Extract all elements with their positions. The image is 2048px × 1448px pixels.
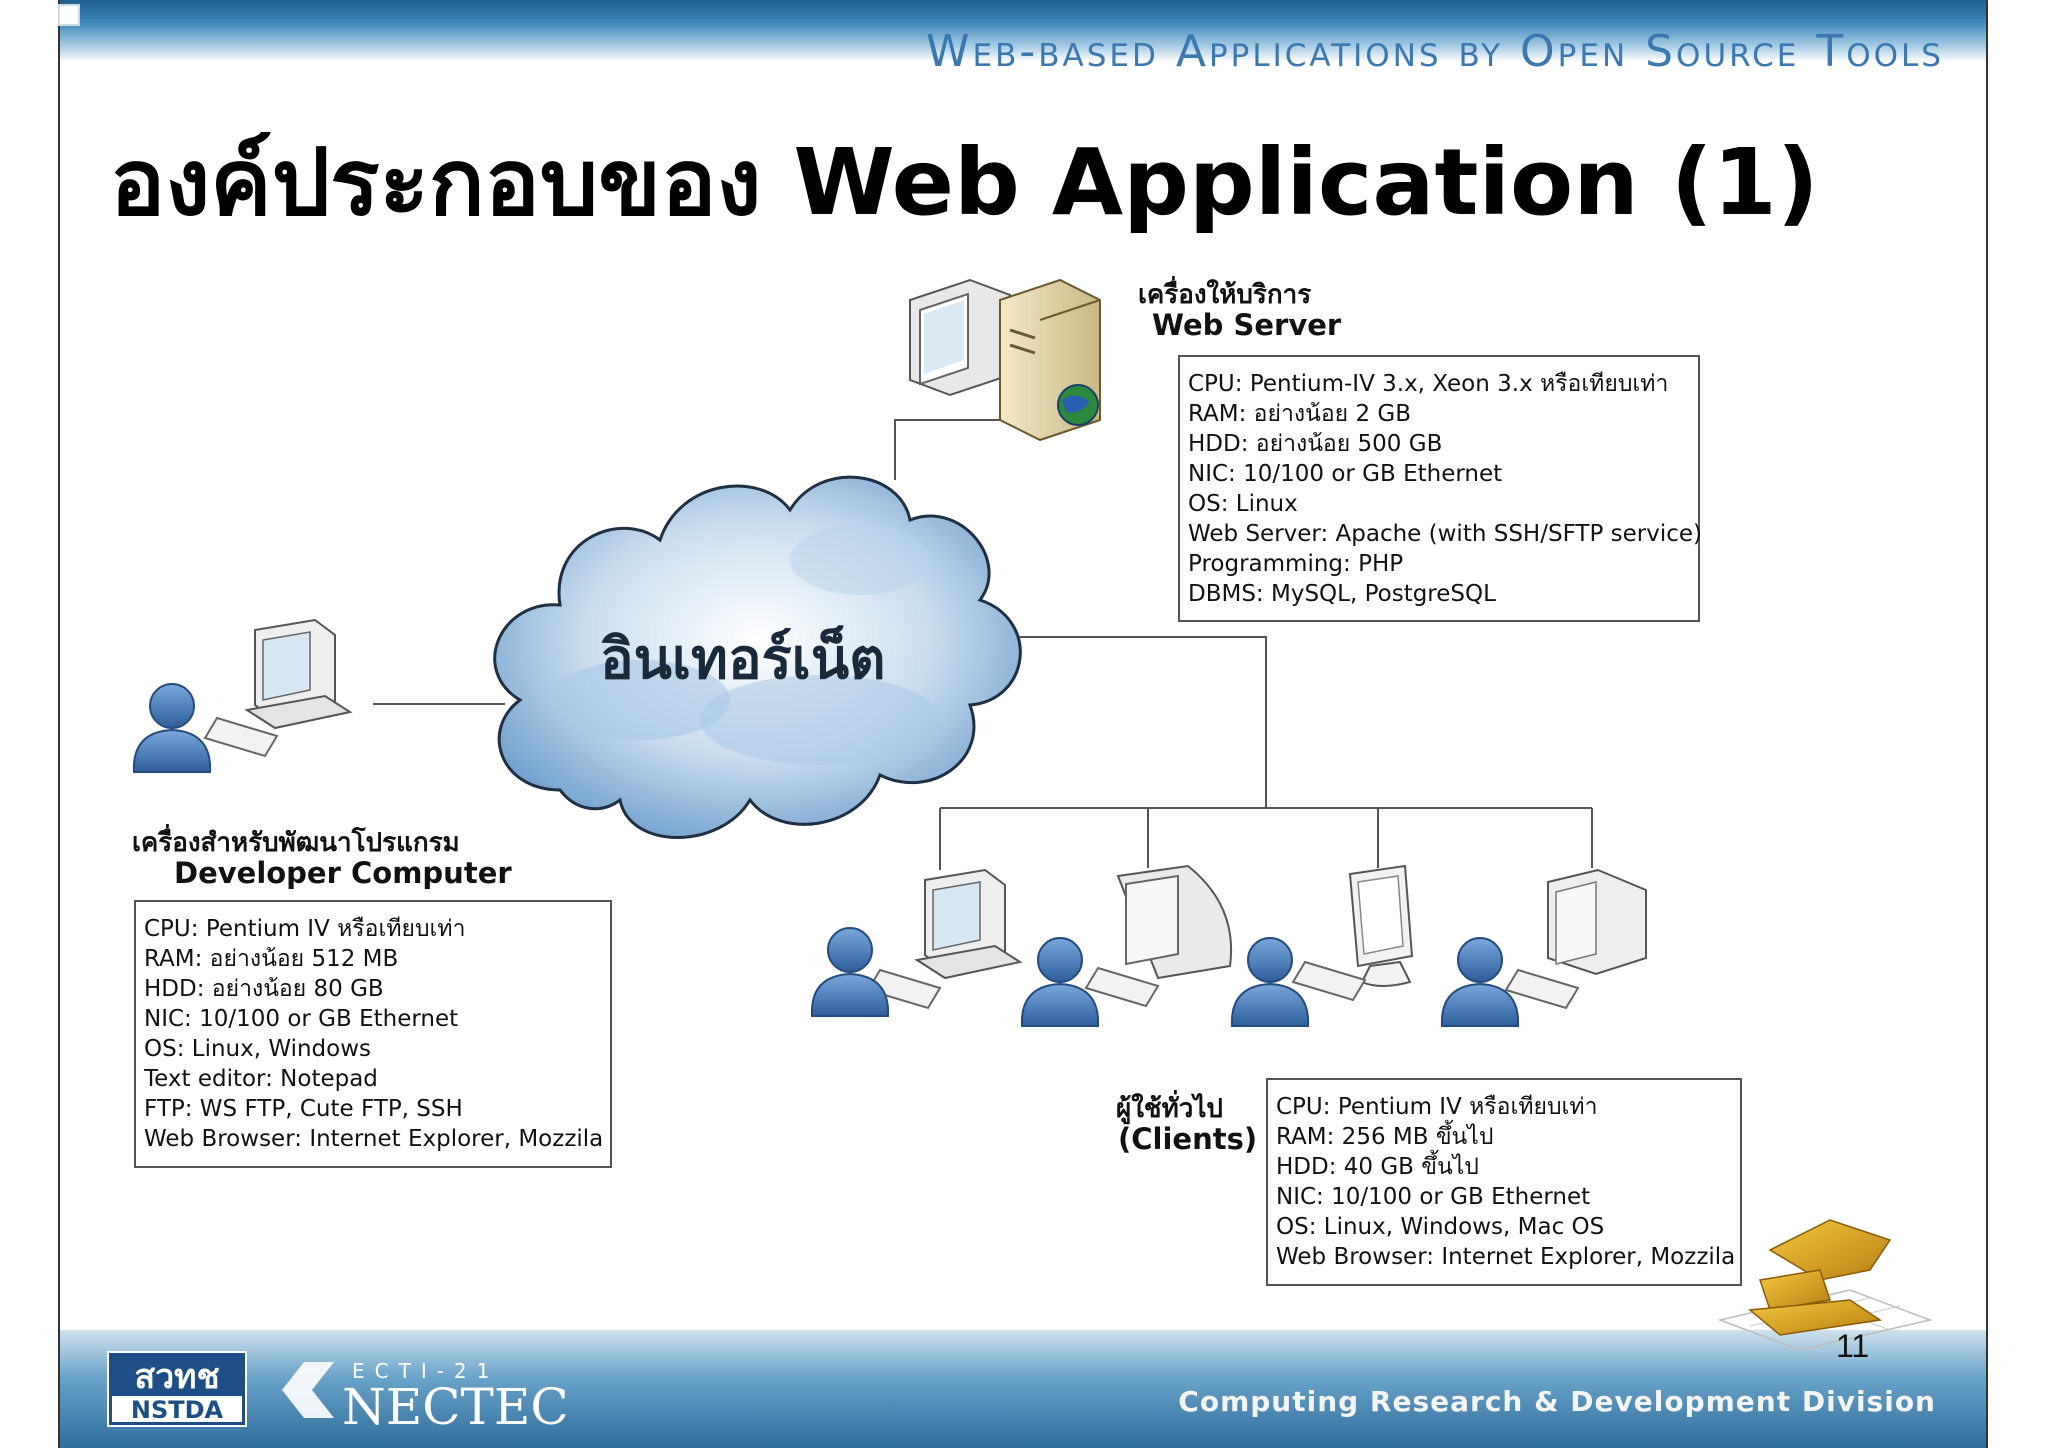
division-name: Computing Research & Development Divisio… [1178, 1385, 1936, 1418]
svg-text:ECTI-21: ECTI-21 [352, 1359, 499, 1383]
svg-text:สวทช: สวทช [134, 1357, 219, 1397]
client-person-4-icon [1440, 937, 1520, 1027]
clients-spec-line: CPU: Pentium IV หรือเทียบเท่า [1276, 1094, 1598, 1120]
clients-spec-line: OS: Linux, Windows, Mac OS [1276, 1214, 1605, 1240]
clients-spec-line: Web Browser: Internet Explorer, Mozzila [1276, 1244, 1736, 1270]
footer-banner: Computing Research & Development Divisio… [60, 1330, 1986, 1448]
developer-spec-box: CPU: Pentium IV หรือเทียบเท่า RAM: อย่างน… [134, 900, 612, 1168]
client-lcd-3-icon [1292, 864, 1414, 1001]
top-banner [60, 0, 1986, 62]
slide-title: องค์ประกอบของ Web Application (1) [110, 129, 1819, 236]
server-spec-line: RAM: อย่างน้อย 2 GB [1188, 401, 1411, 427]
server-spec-box: CPU: Pentium-IV 3.x, Xeon 3.x หรือเทียบเ… [1178, 355, 1702, 622]
client-person-1-icon [810, 927, 890, 1017]
client-person-2-icon [1020, 937, 1100, 1027]
server-spec-line: CPU: Pentium-IV 3.x, Xeon 3.x หรือเทียบเ… [1188, 371, 1669, 397]
svg-text:NSTDA: NSTDA [131, 1396, 224, 1424]
server-spec-line: Programming: PHP [1188, 551, 1404, 577]
internet-cloud-icon [493, 475, 1022, 839]
client-monitor-4-icon [1505, 868, 1647, 1009]
server-spec-line: HDD: อย่างน้อย 500 GB [1188, 431, 1443, 457]
server-spec-line: Web Server: Apache (with SSH/SFTP servic… [1188, 521, 1702, 547]
developer-computer-icon [204, 618, 353, 757]
clients-spec-line: NIC: 10/100 or GB Ethernet [1276, 1184, 1591, 1210]
server-spec-line: DBMS: MySQL, PostgreSQL [1188, 581, 1496, 607]
nectec-logo: ECTI-21 NECTEC [282, 1359, 569, 1436]
developer-spec-line: FTP: WS FTP, Cute FTP, SSH [144, 1096, 463, 1122]
server-spec-line: OS: Linux [1188, 491, 1298, 517]
clients-label-th: ผู้ใช้ทั่วไป [1116, 1094, 1223, 1124]
web-server-icon [909, 278, 1101, 442]
developer-spec-line: NIC: 10/100 or GB Ethernet [144, 1006, 459, 1032]
nstda-logo: สวทช NSTDA [107, 1351, 247, 1427]
clients-spec-line: HDD: 40 GB ขึ้นไป [1276, 1154, 1479, 1180]
developer-label-en: Developer Computer [174, 856, 512, 890]
clients-label-en: (Clients) [1118, 1122, 1258, 1156]
server-label-th: เครื่องให้บริการ [1138, 280, 1312, 310]
developer-spec-line: Text editor: Notepad [144, 1066, 378, 1092]
slide: Web-based Applications by Open Source To… [58, 0, 1988, 1448]
client-pc-1-icon [867, 868, 1023, 1009]
crd-logo-icon [1717, 1219, 1933, 1351]
internet-label: อินเทอร์เน็ต [600, 627, 886, 692]
client-monitor-2-icon [1085, 864, 1232, 1007]
clients-spec-box: CPU: Pentium IV หรือเทียบเท่า RAM: 256 MB… [1266, 1078, 1742, 1286]
server-label-en: Web Server [1152, 308, 1342, 342]
developer-spec-line: OS: Linux, Windows [144, 1036, 372, 1062]
developer-label-th: เครื่องสำหรับพัฒนาโปรแกรม [132, 828, 460, 858]
svg-text:NECTEC: NECTEC [342, 1378, 569, 1436]
page-number: 11 [1836, 1328, 1870, 1364]
corner-marker [58, 4, 80, 26]
developer-spec-line: Web Browser: Internet Explorer, Mozzila [144, 1126, 604, 1152]
developer-spec-line: RAM: อย่างน้อย 512 MB [144, 946, 399, 972]
clients-spec-line: RAM: 256 MB ขึ้นไป [1276, 1124, 1494, 1150]
server-spec-line: NIC: 10/100 or GB Ethernet [1188, 461, 1503, 487]
developer-person-icon [132, 683, 212, 773]
developer-spec-line: HDD: อย่างน้อย 80 GB [144, 976, 384, 1002]
series-title: Web-based Applications by Open Source To… [926, 26, 1944, 77]
developer-spec-line: CPU: Pentium IV หรือเทียบเท่า [144, 916, 466, 942]
